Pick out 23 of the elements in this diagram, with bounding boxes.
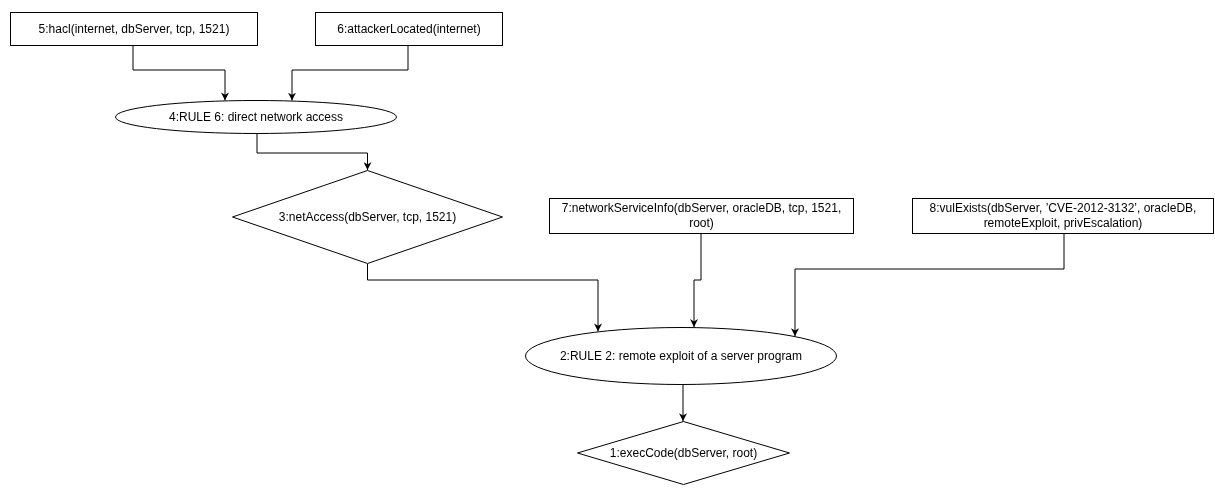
arrow xyxy=(791,233,1065,337)
arrow xyxy=(679,384,687,422)
node-label: 2:RULE 2: remote exploit of a server program xyxy=(559,348,803,364)
rule-ellipse xyxy=(525,327,837,385)
arrow xyxy=(367,263,602,332)
node-label: 4:RULE 6: direct network access xyxy=(168,109,344,125)
node-label: 6:attackerLocated(internet) xyxy=(337,21,481,37)
fact-box xyxy=(912,198,1214,234)
arrow xyxy=(132,45,229,101)
arrow xyxy=(288,45,409,102)
rule-ellipse xyxy=(115,100,397,134)
derived-fact-diamond xyxy=(577,421,790,485)
fact-box xyxy=(315,12,503,46)
node-label: 1:execCode(dbServer, root) xyxy=(609,445,758,461)
fact-box xyxy=(549,198,854,234)
derived-fact-diamond xyxy=(232,170,503,264)
node-label: 8:vulExists(dbServer, ’CVE-2012-3132’, oracleDB, remoteExploit, privEscalation) xyxy=(928,201,1198,231)
arrow xyxy=(256,133,372,171)
arrow xyxy=(690,233,702,328)
fact-box xyxy=(10,12,258,46)
node-label: 3:netAccess(dbServer, tcp, 1521) xyxy=(278,209,457,225)
node-label: 5:hacl(internet, dbServer, tcp, 1521) xyxy=(38,21,230,37)
node-label: 7:networkServiceInfo(dbServer, oracleDB, tcp, 1521, root) xyxy=(560,201,843,231)
